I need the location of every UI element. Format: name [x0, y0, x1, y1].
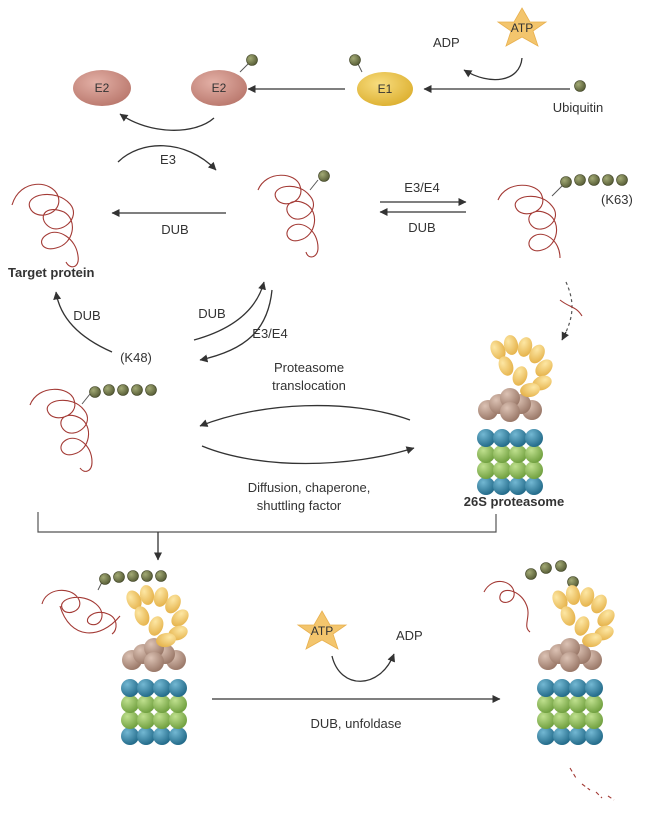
proteasome-26s-label: 26S proteasome — [464, 494, 564, 509]
e2-enzyme-free: E2 — [73, 70, 131, 106]
atp-label-bottom: ATP — [311, 624, 333, 638]
k48-label: (K48) — [120, 350, 152, 365]
atp-label-top: ATP — [511, 21, 533, 35]
dub-mid-label: DUB — [198, 306, 225, 321]
e3e4-mid-label: E3/E4 — [252, 326, 287, 341]
dub-mid-arrow — [193, 281, 266, 341]
mono-ubiquitinated-protein — [257, 170, 330, 258]
released-ubiquitin — [525, 560, 579, 588]
atp-star-top: ATP — [496, 7, 548, 47]
degrading-proteasome — [483, 580, 619, 801]
dub-left-label: DUB — [161, 222, 188, 237]
proteasome-translocation-arrow — [199, 404, 411, 427]
proteasome-26s — [477, 333, 557, 495]
k48-polyubiquitinated-protein — [29, 384, 157, 472]
atp-star-bottom: ATP — [296, 610, 348, 650]
e3e4-mid-arrow — [199, 289, 273, 363]
diffusion-label-1: Diffusion, chaperone, — [248, 480, 371, 495]
e2-label-left: E2 — [95, 81, 110, 95]
adp-label-bottom: ADP — [396, 628, 423, 643]
atp-hydrolysis-arrow-bottom — [331, 653, 396, 682]
ubiquitin-label: Ubiquitin — [553, 100, 604, 115]
dub-target-label: DUB — [73, 308, 100, 323]
e3-transfer-arrow — [117, 145, 217, 171]
bracket-line — [37, 512, 497, 533]
e2-recycle-arrow — [119, 113, 215, 131]
e3e4-top-label: E3/E4 — [404, 180, 439, 195]
k63-polyubiquitinated-protein — [497, 174, 628, 259]
dub-unfoldase-label: DUB, unfoldase — [310, 716, 401, 731]
atp-hydrolysis-arrow-top — [463, 57, 523, 81]
e2-enzyme-charged: E2 — [191, 54, 258, 106]
adp-label-top: ADP — [433, 35, 460, 50]
e3-label: E3 — [160, 152, 176, 167]
k63-label: (K63) — [601, 192, 633, 207]
e1-enzyme: E1 — [349, 54, 413, 106]
dub-top-right-label: DUB — [408, 220, 435, 235]
target-protein-unmodified — [11, 183, 79, 268]
e2-label-right: E2 — [212, 81, 227, 95]
target-protein-label: Target protein — [8, 265, 94, 280]
diffusion-arrow — [201, 445, 415, 465]
dub-to-target-arrow — [53, 291, 113, 353]
substrate-bound-proteasome — [41, 570, 193, 745]
k63-free-chain — [559, 299, 583, 317]
free-ubiquitin — [574, 80, 586, 92]
proteasome-translocation-label-1: Proteasome — [274, 360, 344, 375]
diffusion-label-2: shuttling factor — [257, 498, 342, 513]
e1-label: E1 — [378, 82, 393, 96]
proteasome-translocation-label-2: translocation — [272, 378, 346, 393]
